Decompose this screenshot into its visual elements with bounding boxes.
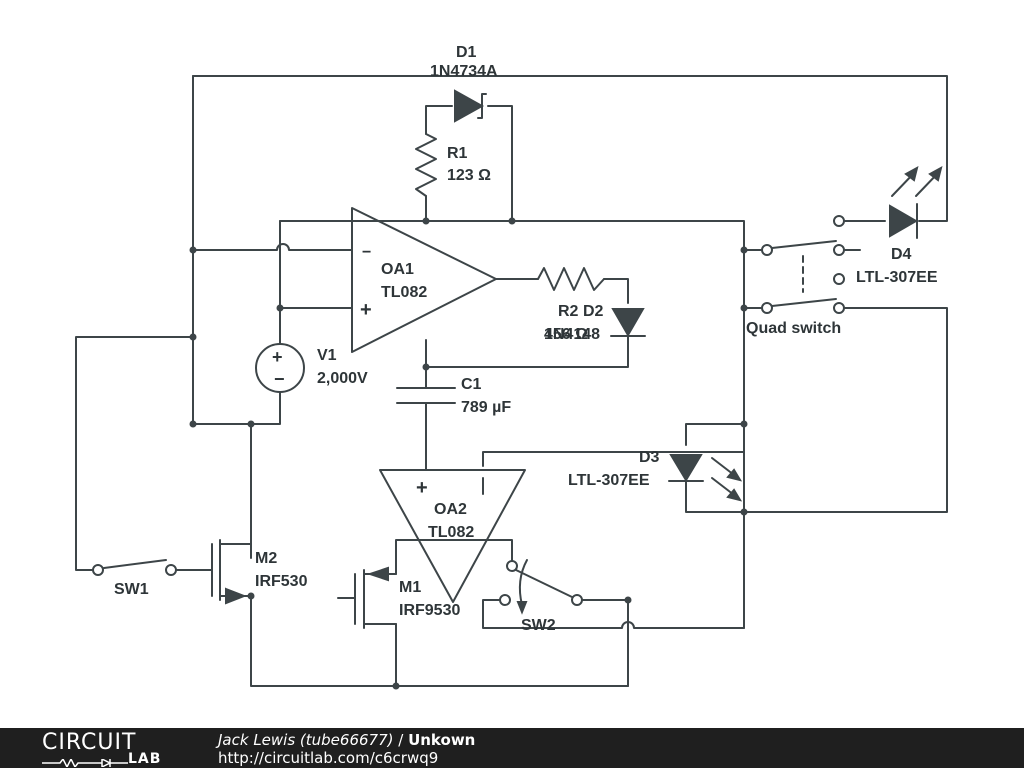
- junction: [422, 363, 430, 371]
- diode-d2-symbol[interactable]: [610, 308, 646, 338]
- junction: [276, 304, 284, 312]
- circuit-url-link[interactable]: http://circuitlab.com/c6crwq9: [218, 749, 439, 767]
- wires: [75, 75, 948, 687]
- junction: [247, 420, 255, 428]
- logo-circuit-text: CIRCUIT: [42, 730, 137, 755]
- sw1-ref: SW1: [114, 581, 149, 598]
- wire-m2: [226, 543, 252, 597]
- junction: [189, 333, 197, 341]
- quad-switch-label: Quad switch: [746, 320, 841, 337]
- oa2-plus-sign: +: [416, 477, 428, 499]
- oa1-minus-sign: −: [362, 244, 371, 261]
- oa2-value: TL082: [428, 524, 474, 541]
- junction: [247, 592, 255, 600]
- wire-v1: [192, 336, 281, 425]
- oa1-value: TL082: [381, 284, 427, 301]
- wire-oa1-out: [495, 278, 629, 304]
- junction: [740, 246, 748, 254]
- capacitor-c1-symbol[interactable]: [396, 387, 456, 404]
- v1-plus-sign: +: [272, 347, 283, 367]
- led-d4-symbol[interactable]: [889, 166, 943, 239]
- m1-value: IRF9530: [399, 602, 460, 619]
- wire-top-loop: [192, 75, 948, 222]
- diode-d1-symbol[interactable]: [454, 89, 487, 123]
- led-d3-symbol[interactable]: [668, 454, 743, 502]
- wire-d3: [685, 307, 948, 513]
- credit-separator: /: [393, 731, 409, 749]
- junction: [740, 420, 748, 428]
- oa1-ref: OA1: [381, 261, 414, 278]
- wire-r1-d1: [425, 105, 513, 222]
- junction: [740, 508, 748, 516]
- v1-value: 2,000V: [317, 370, 368, 387]
- junction: [508, 217, 516, 225]
- d4-ref: D4: [891, 246, 912, 263]
- footer-bar: CIRCUIT LAB Jack Lewis (tube66677) / Unk…: [0, 728, 1024, 768]
- author-link[interactable]: Jack Lewis (tube66677): [218, 731, 394, 749]
- r1-ref: R1: [447, 145, 468, 162]
- junction: [740, 304, 748, 312]
- mosfet-m1-symbol[interactable]: [337, 566, 397, 629]
- logo-resistor-diode-icon: [42, 759, 128, 767]
- resistor-r2-symbol[interactable]: [537, 267, 605, 291]
- r2-ref: R2: [558, 303, 579, 320]
- v1-minus-sign: −: [274, 369, 285, 389]
- opamp-oa2-symbol[interactable]: [379, 469, 526, 603]
- mosfet-m2-symbol[interactable]: [211, 539, 247, 605]
- wire-main-bus: [279, 220, 745, 629]
- oa2-ref: OA2: [434, 501, 467, 518]
- logo-lab-text: LAB: [128, 751, 162, 767]
- r2-value: 456 Ω: [544, 326, 588, 343]
- wire-v1-bottom: [250, 423, 629, 687]
- wire-sw1: [75, 336, 213, 571]
- d1-value: 1N4734A: [430, 63, 498, 80]
- oa1-plus-sign: +: [360, 299, 372, 321]
- r1-value: 123 Ω: [447, 167, 491, 184]
- c1-value: 789 µF: [461, 399, 511, 416]
- junctions: [189, 217, 748, 690]
- d2-ref: D2: [583, 303, 604, 320]
- d4-value: LTL-307EE: [856, 269, 938, 286]
- junction: [422, 217, 430, 225]
- switch-sw1-symbol[interactable]: [92, 559, 177, 576]
- quad-switch-symbol[interactable]: [761, 215, 845, 314]
- wire-m1: [395, 539, 513, 687]
- v1-ref: V1: [317, 347, 337, 364]
- wire-oa1-inverting: [192, 243, 353, 251]
- m1-ref: M1: [399, 579, 421, 596]
- opamp-pin-signs: − + + − +: [272, 244, 428, 499]
- junction: [189, 246, 197, 254]
- sw2-ref: SW2: [521, 617, 556, 634]
- wire-d2-return: [425, 334, 629, 368]
- d2-value: 1N4148: [544, 326, 600, 343]
- resistor-r1-symbol[interactable]: [415, 133, 437, 197]
- opamp-oa1-symbol[interactable]: [351, 207, 497, 353]
- junction: [189, 420, 197, 428]
- junction: [392, 682, 400, 690]
- credit-line: Jack Lewis (tube66677) / Unkown: [218, 731, 475, 749]
- junction: [624, 596, 632, 604]
- m2-ref: M2: [255, 550, 277, 567]
- labels: D1 1N4734A R1 123 Ω OA1 TL082 R2 D2 456 …: [114, 44, 938, 634]
- m2-value: IRF530: [255, 573, 308, 590]
- d3-value: LTL-307EE: [568, 472, 650, 489]
- d3-ref: D3: [639, 449, 660, 466]
- circuit-title: Unkown: [408, 731, 476, 749]
- wire-oa2-top: [482, 451, 745, 467]
- wire-quad: [743, 220, 886, 309]
- c1-ref: C1: [461, 376, 482, 393]
- d1-ref: D1: [456, 44, 477, 61]
- switch-sw2-symbol[interactable]: [499, 559, 583, 615]
- voltage-source-v1-symbol[interactable]: [255, 343, 305, 393]
